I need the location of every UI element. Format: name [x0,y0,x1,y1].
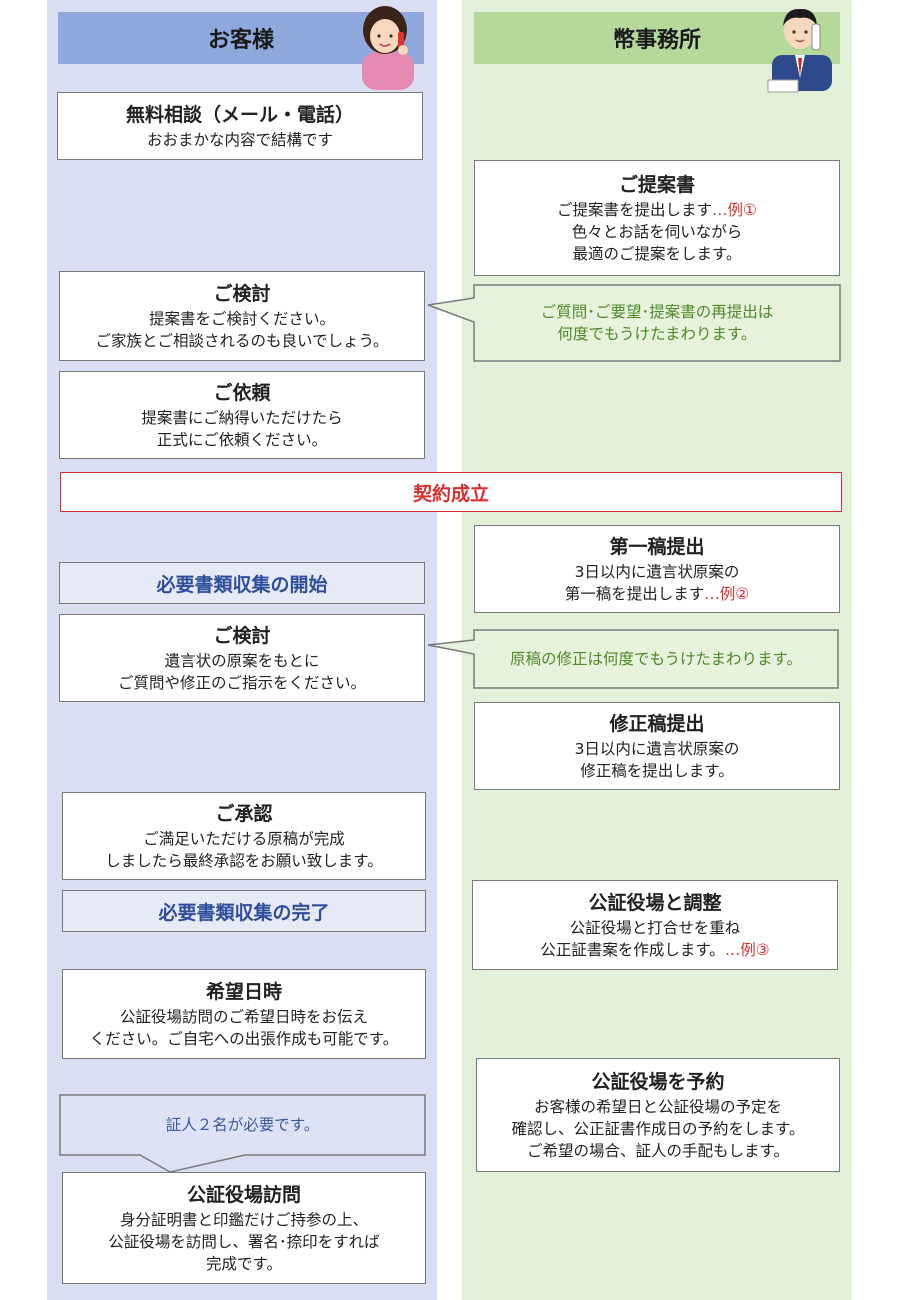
customer-header: お客様 [58,12,424,64]
notary-visit-box: 公証役場訪問 身分証明書と印鑑だけご持参の上、 公証役場を訪問し、署名･捺印をす… [62,1172,426,1284]
preferred-date-box: 希望日時 公証役場訪問のご希望日時をお伝え ください。ご自宅への出張作成も可能で… [62,969,426,1059]
notary-reservation-box: 公証役場を予約 お客様の希望日と公証役場の予定を 確認し、公正証書作成日の予約を… [476,1058,840,1172]
review-proposal-box: ご検討 提案書をご検討ください。 ご家族とご相談されるのも良いでしょう。 [59,271,425,361]
man-on-phone-icon [767,8,832,93]
proposal-note: ご質問･ご要望･提案書の再提出は 何度でもうけたまわります。 [540,303,774,343]
review-draft-box: ご検討 遺言状の原案をもとに ご質問や修正のご指示をください。 [59,614,425,702]
proposal-box: ご提案書 ご提案書を提出します…例① 色々とお話を伺いながら 最適のご提案をしま… [474,160,840,276]
revised-draft-box: 修正稿提出 3日以内に遺言状原案の 修正稿を提出します。 [474,702,840,790]
notary-coordination-box: 公証役場と調整 公証役場と打合せを重ね 公正証書案を作成します。…例③ [472,880,838,970]
free-consultation-box: 無料相談（メール・電話） おおまかな内容で結構です [57,92,423,160]
approval-box: ご承認 ご満足いただける原稿が完成 しましたら最終承認をお願い致します。 [62,792,426,880]
woman-on-phone-icon [362,6,414,90]
docs-collection-start: 必要書類収集の開始 [59,562,425,604]
request-box: ご依頼 提案書にご納得いただけたら 正式にご依頼ください。 [59,371,425,459]
docs-collection-end: 必要書類収集の完了 [62,890,426,932]
contract-concluded-bar: 契約成立 [60,472,842,512]
characters [362,6,832,93]
first-draft-box: 第一稿提出 3日以内に遺言状原案の 第一稿を提出します…例② [474,525,840,613]
draft-note: 原稿の修正は何度でもうけたまわります。 [509,650,803,668]
witness-note: 証人２名が必要です。 [165,1116,320,1134]
office-header: 幣事務所 [474,12,840,64]
